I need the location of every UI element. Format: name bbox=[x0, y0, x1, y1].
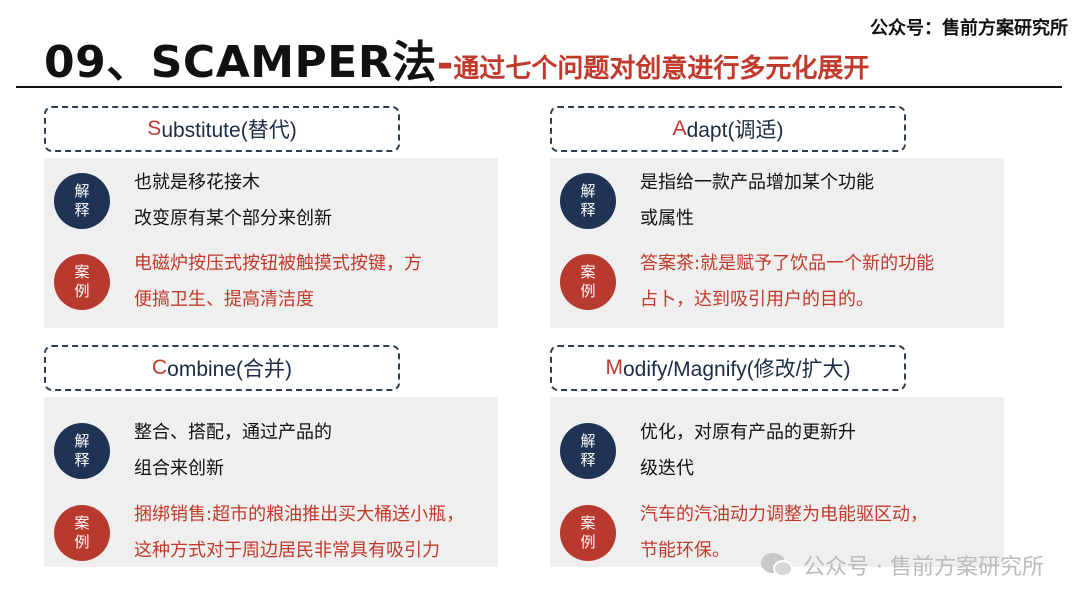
heading-text: dapt(调适) bbox=[686, 119, 784, 142]
watermark-text: 公众号 · 售前方案研究所 bbox=[803, 555, 1044, 580]
case-line: 答案茶:就是赋予了饮品一个新的功能 bbox=[640, 253, 935, 274]
explain-line: 整合、搭配，通过产品的 bbox=[134, 422, 332, 443]
heading-initial: C bbox=[151, 356, 168, 379]
explain-line: 改变原有某个部分来创新 bbox=[134, 208, 332, 229]
case-text: 电磁炉按压式按钮被触摸式按键，方 便搞卫生、提高清洁度 bbox=[134, 246, 492, 318]
case-badge: 案例 bbox=[560, 254, 616, 310]
explain-line: 或属性 bbox=[640, 208, 694, 229]
explain-line: 优化，对原有产品的更新升 bbox=[640, 422, 856, 443]
case-badge: 案例 bbox=[54, 505, 110, 561]
explain-line: 是指给一款产品增加某个功能 bbox=[640, 172, 874, 193]
explain-line: 也就是移花接木 bbox=[134, 172, 260, 193]
case-line: 电磁炉按压式按钮被触摸式按键，方 bbox=[134, 253, 422, 274]
block-panel: 解释 优化，对原有产品的更新升 级迭代 案例 汽车的汽油动力调整为电能驱区动， … bbox=[550, 397, 1004, 567]
heading-text: odify/Magnify(修改/扩大) bbox=[622, 358, 851, 381]
case-line: 汽车的汽油动力调整为电能驱区动， bbox=[640, 504, 928, 525]
explain-text: 是指给一款产品增加某个功能 或属性 bbox=[640, 165, 998, 237]
explain-badge: 解释 bbox=[560, 423, 616, 479]
explain-badge: 解释 bbox=[54, 423, 110, 479]
heading-initial: M bbox=[605, 356, 623, 379]
heading-initial: S bbox=[147, 117, 162, 140]
case-badge: 案例 bbox=[560, 505, 616, 561]
watermark: 公众号 · 售前方案研究所 bbox=[761, 549, 1044, 581]
explain-text: 也就是移花接木 改变原有某个部分来创新 bbox=[134, 165, 492, 237]
heading-text: ubstitute(替代) bbox=[161, 119, 297, 142]
case-text: 捆绑销售:超市的粮油推出买大桶送小瓶， 这种方式对于周边居民非常具有吸引力 bbox=[134, 497, 492, 569]
block-panel: 解释 也就是移花接木 改变原有某个部分来创新 案例 电磁炉按压式按钮被触摸式按键… bbox=[44, 158, 498, 328]
explain-badge: 解释 bbox=[560, 173, 616, 229]
explain-badge: 解释 bbox=[54, 173, 110, 229]
explain-text: 优化，对原有产品的更新升 级迭代 bbox=[640, 415, 998, 487]
block-panel: 解释 整合、搭配，通过产品的 组合来创新 案例 捆绑销售:超市的粮油推出买大桶送… bbox=[44, 397, 498, 567]
brand-label: 公众号：售前方案研究所 bbox=[870, 18, 1068, 39]
case-line: 节能环保。 bbox=[640, 540, 730, 561]
explain-text: 整合、搭配，通过产品的 组合来创新 bbox=[134, 415, 492, 487]
case-line: 捆绑销售:超市的粮油推出买大桶送小瓶， bbox=[134, 504, 465, 525]
title-divider bbox=[16, 86, 1062, 88]
explain-line: 组合来创新 bbox=[134, 458, 224, 479]
case-line: 便搞卫生、提高清洁度 bbox=[134, 289, 314, 310]
case-line: 这种方式对于周边居民非常具有吸引力 bbox=[134, 540, 440, 561]
title-main: 09、SCAMPER法 bbox=[44, 37, 437, 88]
case-text: 汽车的汽油动力调整为电能驱区动， 节能环保。 bbox=[640, 497, 998, 569]
case-line: 占卜，达到吸引用户的目的。 bbox=[640, 289, 874, 310]
case-badge: 案例 bbox=[54, 254, 110, 310]
block-panel: 解释 是指给一款产品增加某个功能 或属性 案例 答案茶:就是赋予了饮品一个新的功… bbox=[550, 158, 1004, 328]
page-title: 09、SCAMPER法-通过七个问题对创意进行多元化展开 bbox=[44, 26, 869, 90]
wechat-icon bbox=[761, 551, 795, 579]
heading-initial: A bbox=[672, 117, 687, 140]
explain-line: 级迭代 bbox=[640, 458, 694, 479]
title-subtitle: 通过七个问题对创意进行多元化展开 bbox=[453, 54, 870, 84]
heading-text: ombine(合并) bbox=[167, 358, 293, 381]
title-dash: - bbox=[436, 41, 454, 87]
case-text: 答案茶:就是赋予了饮品一个新的功能 占卜，达到吸引用户的目的。 bbox=[640, 246, 998, 318]
